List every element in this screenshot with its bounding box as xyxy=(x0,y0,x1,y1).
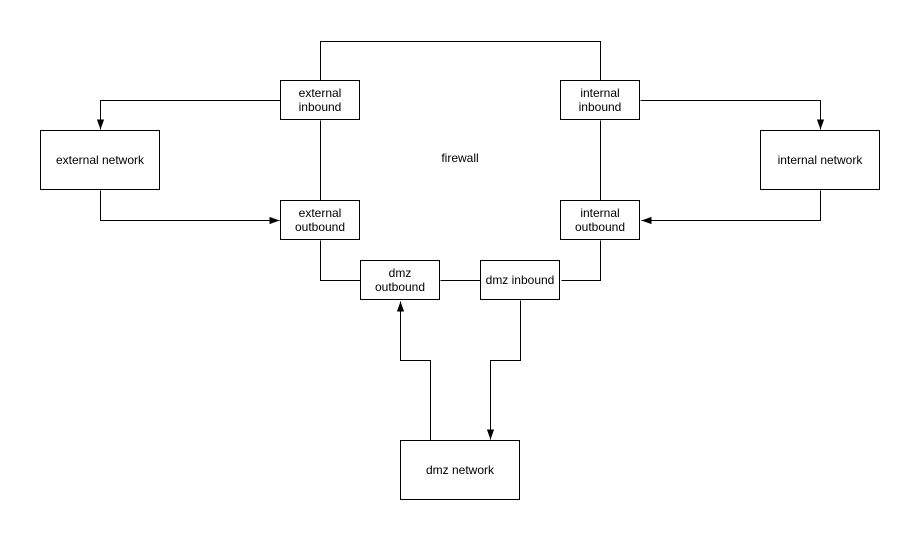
node-label: external outbound xyxy=(294,205,346,234)
link-external-inbound-internal-inbound xyxy=(320,41,601,81)
node-dmz-inbound: dmz inbound xyxy=(480,260,560,300)
node-internal-outbound: internal outbound xyxy=(560,200,640,240)
edge-internal-inbound-to-internal-network xyxy=(640,100,825,130)
node-dmz-outbound: dmz outbound xyxy=(360,260,440,300)
node-dmz-network: dmz network xyxy=(400,440,520,500)
edge-internal-network-to-internal-outbound xyxy=(641,190,821,225)
firewall-zone-label: firewall xyxy=(441,151,479,165)
node-label: dmz network xyxy=(425,462,495,477)
link-external-outbound-dmz-outbound xyxy=(320,240,361,281)
edge-dmz-network-to-dmz-outbound xyxy=(396,301,431,441)
node-label: dmz inbound xyxy=(485,272,555,287)
node-label: internal inbound xyxy=(578,85,622,114)
edge-external-network-to-external-outbound xyxy=(100,190,280,225)
node-label: internal network xyxy=(777,152,863,167)
node-label: external inbound xyxy=(298,85,342,114)
edge-external-inbound-to-external-network xyxy=(96,100,281,130)
edge-dmz-inbound-to-dmz-network xyxy=(486,300,521,440)
node-internal-network: internal network xyxy=(760,130,880,190)
node-internal-inbound: internal inbound xyxy=(560,80,640,120)
node-label: internal outbound xyxy=(574,205,626,234)
node-label: dmz outbound xyxy=(374,265,426,294)
node-external-outbound: external outbound xyxy=(280,200,360,240)
node-external-inbound: external inbound xyxy=(280,80,360,120)
node-external-network: external network xyxy=(40,130,160,190)
node-label: external network xyxy=(55,152,145,167)
link-internal-outbound-dmz-inbound xyxy=(561,240,601,281)
